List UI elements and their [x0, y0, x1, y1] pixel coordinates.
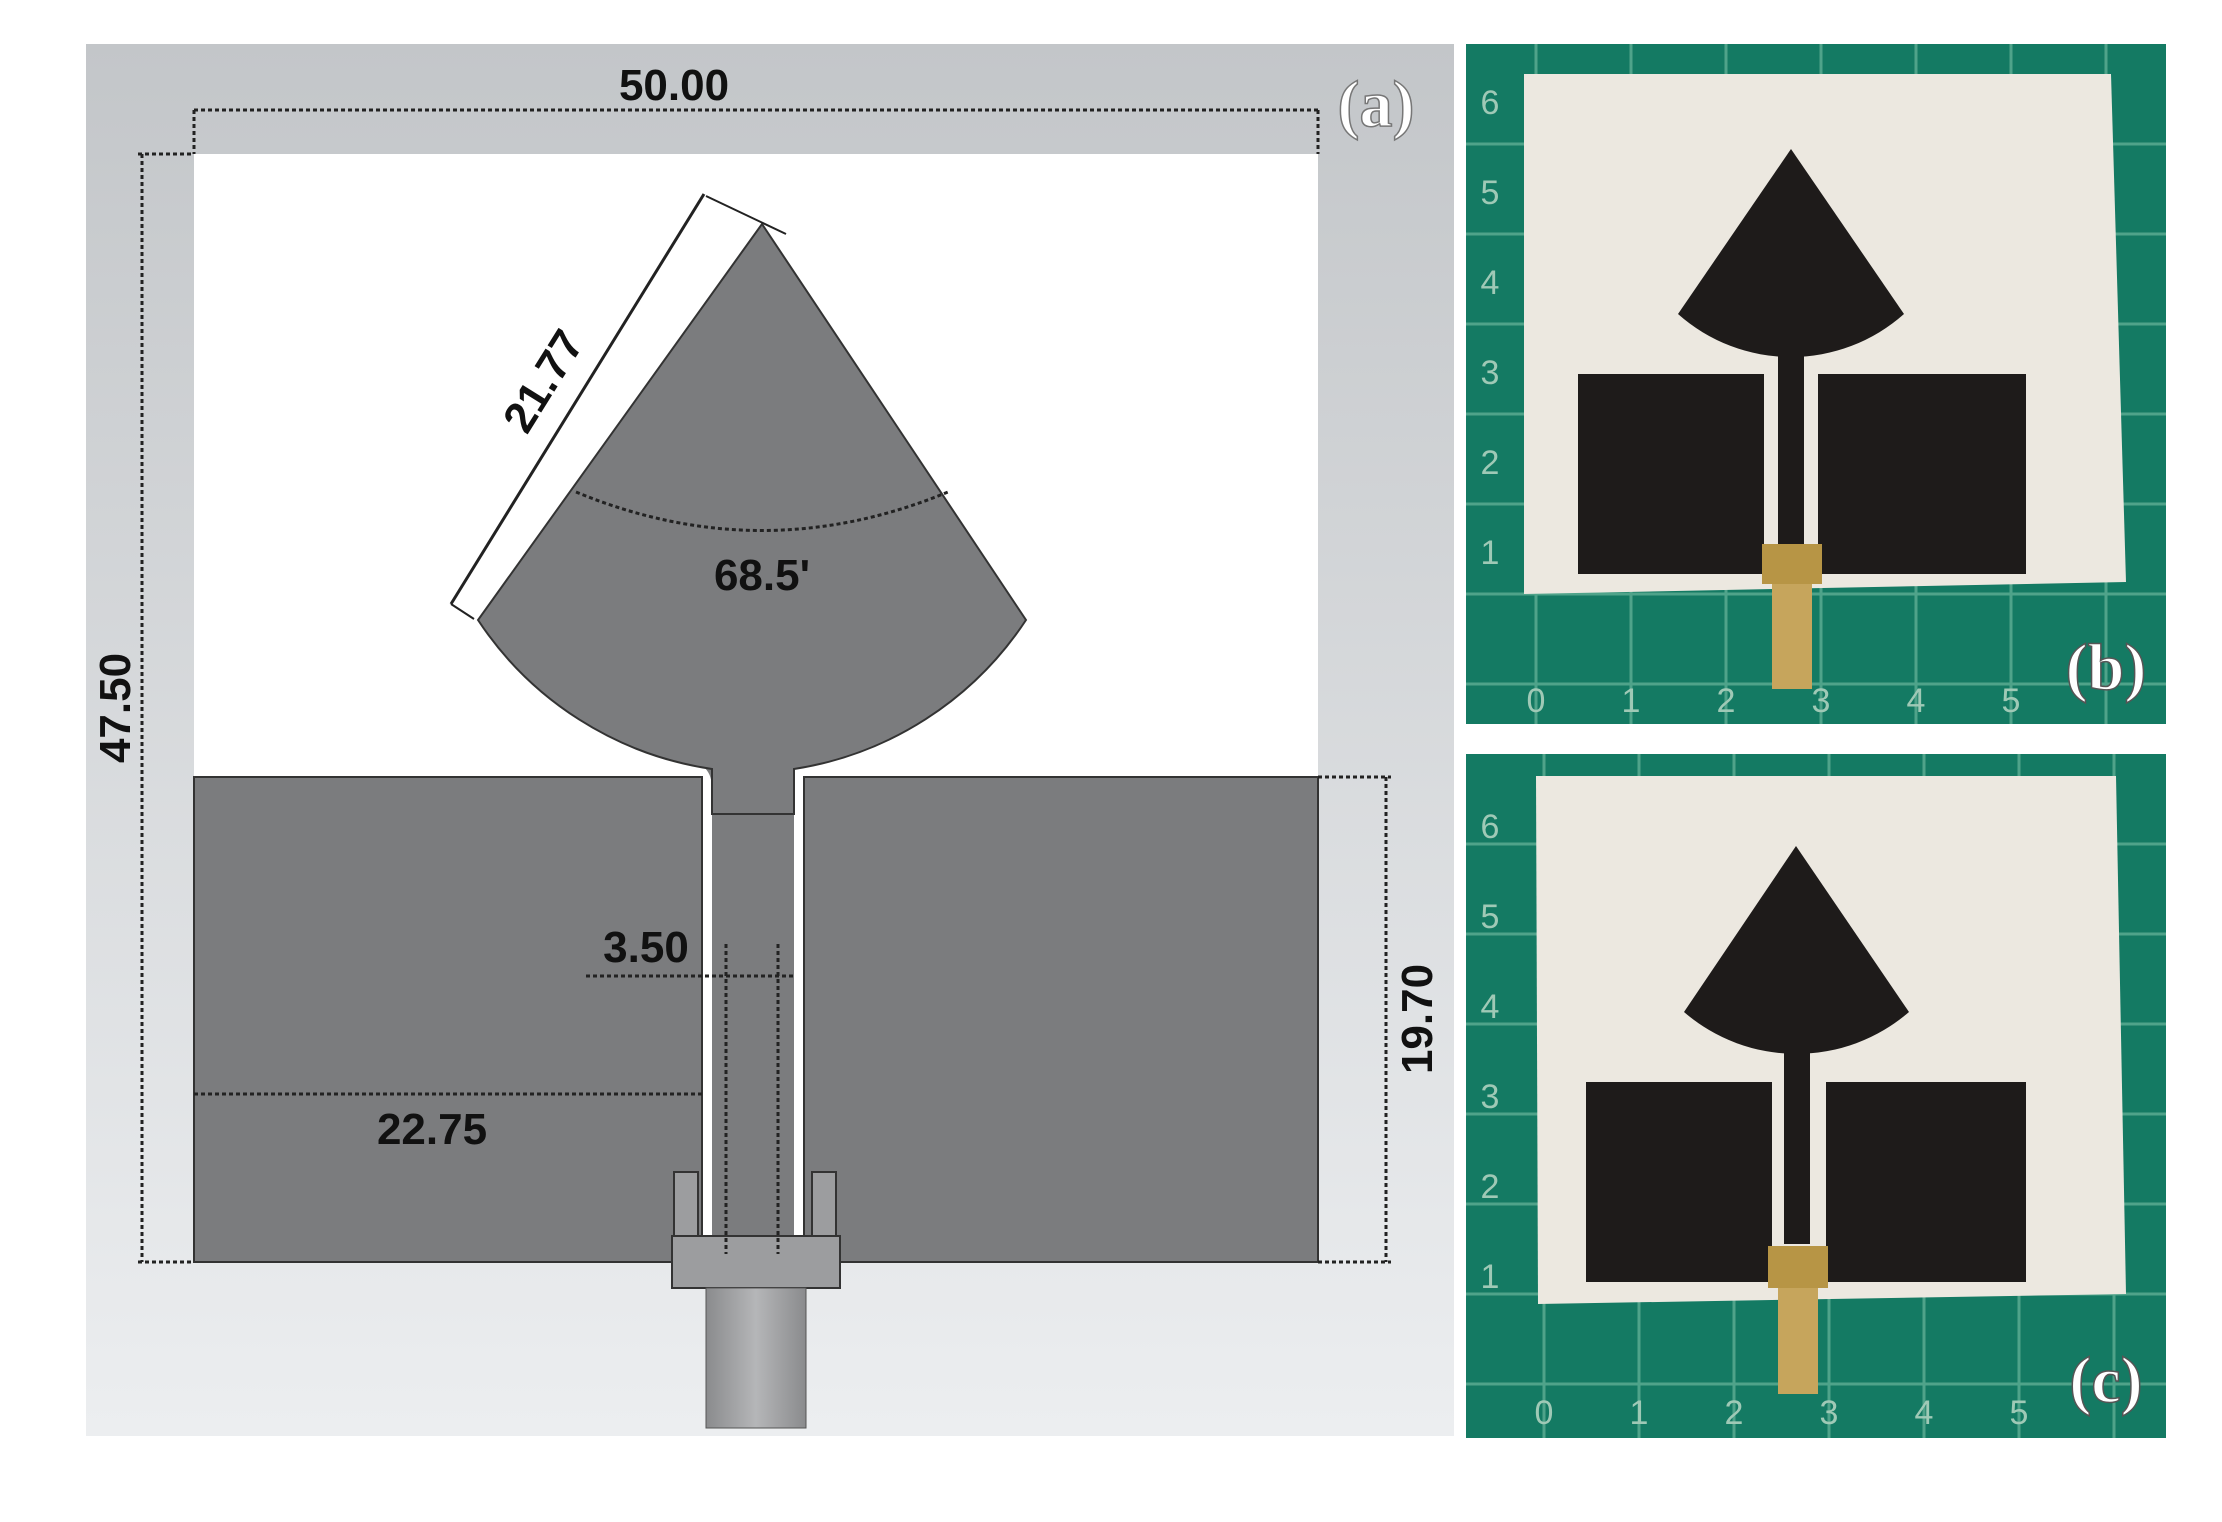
ground-plane-left: [193, 776, 703, 1263]
ruler-x-4: 4: [1907, 682, 1926, 720]
ruler-y-4: 4: [1481, 988, 1500, 1026]
ruler-y-3: 3: [1481, 354, 1500, 392]
panel-c-label: (c): [2069, 1344, 2142, 1417]
panel-a-cad-drawing: 50.00 47.50 21.77 68.5' 3.50 22.75 19.70…: [86, 44, 1454, 1436]
sma-connector-base: [1762, 544, 1822, 584]
ink-sector: [1678, 149, 1904, 357]
ruler-x-2: 2: [1717, 682, 1736, 720]
ruler-y-4: 4: [1481, 264, 1500, 302]
ink-ground-left: [1578, 374, 1764, 574]
ruler-x-4: 4: [1915, 1394, 1934, 1432]
ruler-y-5: 5: [1481, 174, 1500, 212]
ink-ground-right: [1818, 374, 2026, 574]
ruler-y-5: 5: [1481, 898, 1500, 936]
ruler-x-2: 2: [1725, 1394, 1744, 1432]
ruler-x-3: 3: [1820, 1394, 1839, 1432]
panel-b-label: (b): [2066, 631, 2147, 704]
feed-line: [712, 762, 794, 1262]
connector-barrel: [705, 1287, 807, 1429]
dim-feed-gap-label: 3.50: [603, 923, 689, 972]
dimension-lines: [138, 108, 1391, 1264]
photo-c-svg: 0 1 2 3 4 5 1 2 3 4 5 6 (c): [1466, 754, 2166, 1438]
ruler-x-1: 1: [1630, 1394, 1649, 1432]
ruler-y-1: 1: [1481, 1258, 1500, 1296]
ruler-x-0: 0: [1527, 682, 1546, 720]
connector-tab-right: [811, 1171, 837, 1237]
ruler-y-2: 2: [1481, 444, 1500, 482]
cad-drawing-svg: 50.00 47.50 21.77 68.5' 3.50 22.75 19.70…: [86, 44, 1454, 1436]
ink-ground-left: [1586, 1082, 1772, 1282]
ink-feed: [1784, 1044, 1810, 1244]
panel-a-label: (a): [1338, 68, 1415, 141]
dim-sector-angle-label: 68.5': [714, 551, 810, 600]
radius-tick-top: [705, 195, 787, 235]
ruler-x-0: 0: [1535, 1394, 1554, 1432]
ruler-y-6: 6: [1481, 84, 1500, 122]
dim-ground-height-label: 19.70: [1393, 964, 1442, 1074]
sma-connector-barrel: [1778, 1288, 1818, 1394]
photo-b-svg: 0 1 2 3 4 5 1 2 3 4 5 6 (b): [1466, 44, 2166, 724]
ruler-y-2: 2: [1481, 1168, 1500, 1206]
ink-sector: [1684, 846, 1909, 1054]
ink-feed: [1778, 344, 1804, 544]
ruler-y-3: 3: [1481, 1078, 1500, 1116]
ink-ground-right: [1826, 1082, 2026, 1282]
connector-body: [671, 1235, 841, 1289]
sector-radiator: [476, 222, 1028, 815]
ruler-x-3: 3: [1812, 682, 1831, 720]
ruler-x-1: 1: [1622, 682, 1641, 720]
dim-width-label: 50.00: [619, 61, 729, 110]
ruler-y-1: 1: [1481, 534, 1500, 572]
ruler-y-6: 6: [1481, 808, 1500, 846]
dim-ground-width-label: 22.75: [377, 1105, 487, 1154]
panel-c-photo: 0 1 2 3 4 5 1 2 3 4 5 6 (c): [1466, 754, 2166, 1438]
sma-connector-barrel: [1772, 584, 1812, 689]
panel-b-photo: 0 1 2 3 4 5 1 2 3 4 5 6 (b): [1466, 44, 2166, 724]
radius-dimension-line: [449, 193, 706, 605]
sma-connector-base: [1768, 1246, 1828, 1288]
ruler-x-5: 5: [2002, 682, 2021, 720]
ruler-x-5: 5: [2010, 1394, 2029, 1432]
dim-height-label: 47.50: [91, 653, 140, 763]
radius-tick-bottom: [450, 603, 475, 620]
connector-tab-left: [673, 1171, 699, 1237]
ground-plane-right: [803, 776, 1319, 1263]
